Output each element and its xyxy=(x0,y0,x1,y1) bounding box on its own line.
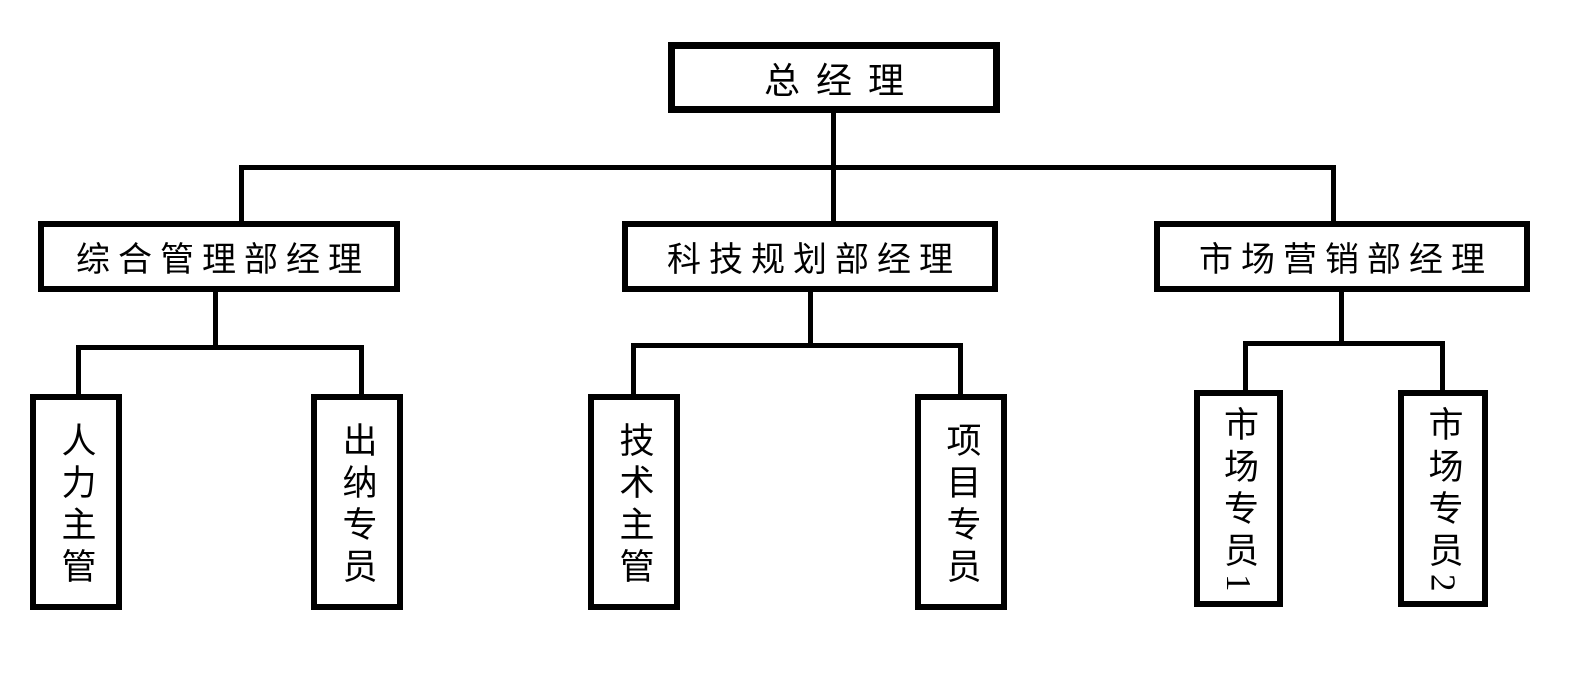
connector-admin-horizontal xyxy=(76,345,364,350)
node-dept-marketing-manager: 市场营销部经理 xyxy=(1154,221,1530,292)
node-cashier-specialist: 出纳专员 xyxy=(311,394,403,610)
node-dept-tech-manager-label: 科技规划部经理 xyxy=(667,242,961,279)
connector-tech-stem xyxy=(808,290,813,346)
connector-drop-dept-admin xyxy=(239,165,244,223)
connector-admin-stem xyxy=(213,290,218,348)
node-project-specialist: 项目专员 xyxy=(915,394,1007,610)
node-dept-admin-manager: 综合管理部经理 xyxy=(38,221,400,292)
node-hr-supervisor-label: 人力主管 xyxy=(56,421,96,590)
connector-level1-horizontal xyxy=(239,165,1336,170)
connector-drop-project-specialist xyxy=(958,343,963,396)
connector-tech-horizontal xyxy=(631,343,963,348)
connector-drop-market-specialist-2 xyxy=(1440,341,1445,392)
connector-marketing-horizontal xyxy=(1243,341,1445,346)
connector-drop-cashier-specialist xyxy=(359,345,364,396)
node-dept-marketing-manager-label: 市场营销部经理 xyxy=(1199,242,1493,279)
node-dept-tech-manager: 科技规划部经理 xyxy=(622,221,998,292)
node-project-specialist-label: 项目专员 xyxy=(941,421,981,590)
node-general-manager-label: 总经理 xyxy=(763,60,920,101)
node-general-manager: 总经理 xyxy=(668,42,1000,113)
node-tech-supervisor-label: 技术主管 xyxy=(614,421,654,590)
node-market-specialist-2: 市场专员2 xyxy=(1398,390,1488,607)
node-cashier-specialist-label: 出纳专员 xyxy=(337,421,377,590)
node-tech-supervisor: 技术主管 xyxy=(588,394,680,610)
connector-root-stem xyxy=(831,110,836,167)
node-hr-supervisor: 人力主管 xyxy=(30,394,122,610)
connector-drop-market-specialist-1 xyxy=(1243,341,1248,392)
connector-drop-tech-supervisor xyxy=(631,343,636,396)
connector-drop-dept-tech xyxy=(831,165,836,223)
connector-drop-hr-supervisor xyxy=(76,345,81,396)
node-dept-admin-manager-label: 综合管理部经理 xyxy=(76,242,370,279)
connector-drop-dept-marketing xyxy=(1331,165,1336,223)
connector-marketing-stem xyxy=(1339,290,1344,344)
node-market-specialist-2-label: 市场专员2 xyxy=(1423,405,1463,599)
node-market-specialist-1: 市场专员1 xyxy=(1194,390,1283,607)
node-market-specialist-1-label: 市场专员1 xyxy=(1219,405,1258,599)
